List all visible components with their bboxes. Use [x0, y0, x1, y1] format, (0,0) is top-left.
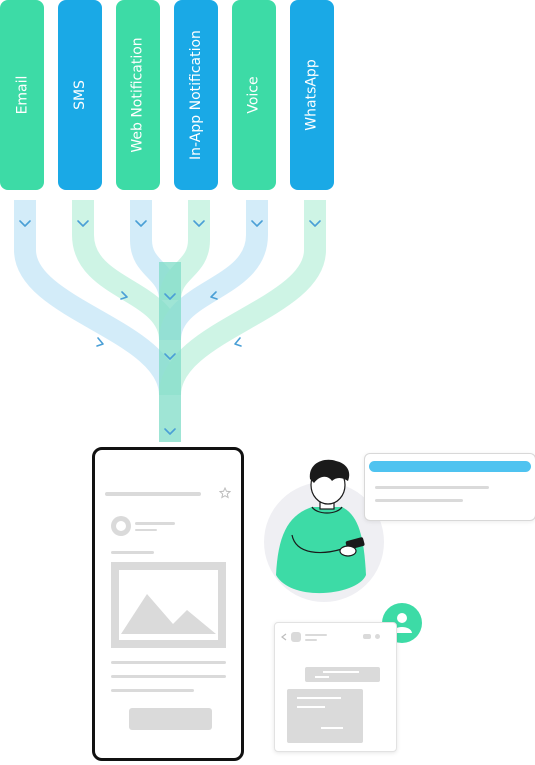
notification-line-2 — [375, 499, 463, 502]
arrow-voice — [251, 220, 263, 227]
channel-web-notification[interactable]: Web Notification — [116, 0, 160, 190]
arrow-trunk-1 — [164, 293, 176, 300]
subject-line — [111, 551, 154, 554]
video-call-icon[interactable] — [363, 634, 371, 639]
body-line-2 — [111, 675, 226, 678]
arrow-web — [135, 220, 147, 227]
channel-voice[interactable]: Voice — [232, 0, 276, 190]
chat-bubble-outgoing — [305, 667, 380, 682]
notification-header-bar — [369, 461, 531, 472]
arrow-whatsapp — [309, 220, 321, 227]
chat-status-line — [305, 639, 317, 641]
person-with-phone — [264, 459, 384, 602]
image-placeholder-icon — [111, 562, 226, 648]
arrow-lower-left — [96, 337, 104, 347]
flow-diagram — [14, 200, 326, 442]
cta-button[interactable] — [129, 708, 212, 730]
chevron-left-icon[interactable] — [281, 633, 287, 641]
arrow-email — [19, 220, 31, 227]
sender-line — [135, 522, 175, 525]
arrow-mid-left — [120, 291, 128, 300]
push-notification-card[interactable] — [364, 453, 535, 521]
body-line-3 — [111, 689, 194, 692]
chat-avatar — [291, 632, 301, 642]
body-line-1 — [111, 661, 226, 664]
channel-email[interactable]: Email — [0, 0, 44, 190]
star-icon[interactable] — [219, 487, 231, 499]
chat-window — [274, 622, 397, 752]
channel-whatsapp[interactable]: WhatsApp — [290, 0, 334, 190]
channel-sms[interactable]: SMS — [58, 0, 102, 190]
arrow-trunk-3 — [164, 428, 176, 435]
avatar-placeholder — [111, 516, 131, 536]
arrow-inapp — [193, 220, 205, 227]
arrow-trunk-2 — [164, 353, 176, 360]
channel-in-app-notification[interactable]: In-App Notification — [174, 0, 218, 190]
chat-bubble-incoming — [287, 689, 363, 743]
phone-mockup — [92, 447, 244, 761]
arrow-lower-right — [234, 337, 242, 347]
sender-subline — [135, 529, 157, 531]
chat-name-line — [305, 634, 327, 636]
phone-call-icon[interactable] — [375, 634, 380, 639]
phone-title-line — [105, 492, 201, 496]
arrow-sms — [77, 220, 89, 227]
flow-trunk — [159, 262, 181, 442]
arrow-mid-right — [210, 291, 218, 300]
notification-line-1 — [375, 486, 489, 489]
